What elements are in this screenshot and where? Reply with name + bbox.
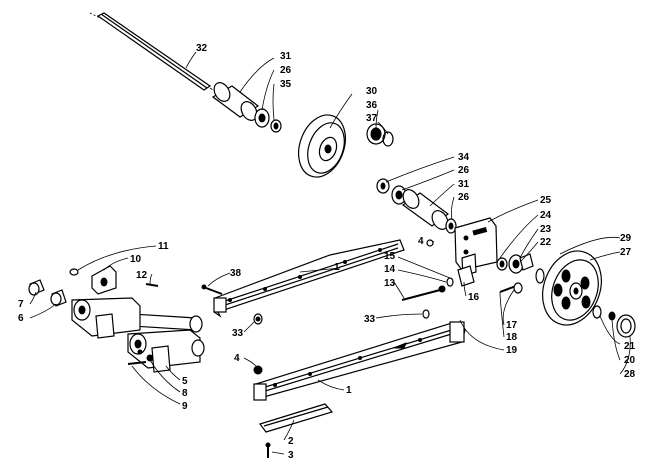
label-23: 23 [540,224,552,235]
label-1-lower: 1 [346,385,352,396]
label-34: 34 [458,152,470,163]
bushing-upper [254,108,282,133]
wheel-cap [592,305,636,338]
label-26-lower: 26 [458,192,470,203]
bushing-middle [376,178,407,205]
label-33-left: 33 [232,328,244,339]
label-28: 28 [624,369,636,380]
spacer-tube-lower [401,189,449,230]
label-9: 9 [182,401,188,412]
label-25: 25 [540,195,552,206]
nut-33-right [422,309,430,319]
bushing-7 [28,279,45,296]
label-29: 29 [620,233,632,244]
label-21: 21 [624,341,636,352]
block-16 [457,265,475,287]
bracket-10 [91,265,117,295]
screw-3 [265,442,271,458]
part-labels: 32 31 26 35 30 36 37 34 26 31 26 25 24 2… [18,43,636,461]
label-4-lower: 4 [234,353,240,364]
label-7: 7 [18,299,24,310]
label-27: 27 [620,247,632,258]
rear-idler-wheel [542,250,602,326]
adjuster-plate [454,217,498,277]
label-15: 15 [384,251,396,262]
bolt-17 [499,285,517,293]
bolt-12 [145,283,159,287]
bolt-38 [201,284,223,295]
bolt-13 [401,285,446,301]
bearing-36 [366,123,394,147]
axle-shaft [89,12,229,101]
label-26-middle: 26 [458,165,470,176]
label-24: 24 [540,210,552,221]
label-30: 30 [366,86,378,97]
label-1-upper: 1 [334,262,340,273]
label-19: 19 [506,345,518,356]
label-6: 6 [18,313,24,324]
label-4-upper: 4 [418,236,424,247]
nut-4-lower [253,365,263,375]
label-32: 32 [196,43,208,54]
label-2: 2 [288,436,294,447]
label-20: 20 [624,355,636,366]
idler-wheel-upper [298,114,346,178]
label-8: 8 [182,388,188,399]
label-18: 18 [506,332,518,343]
label-13: 13 [384,278,396,289]
front-arm-assembly [71,297,205,373]
washer-14 [446,277,454,287]
slide-rail-lower [253,321,466,401]
label-14: 14 [384,264,396,275]
label-10: 10 [130,254,142,265]
label-33-right: 33 [364,314,376,325]
label-35: 35 [280,79,292,90]
leader-lines [29,51,631,455]
nut-33-left [253,313,263,325]
washer-29 [535,268,545,284]
label-26-upper: 26 [280,65,292,76]
wear-strip [259,403,334,433]
spacer-tube-upper [211,82,260,121]
adjuster-hardware [496,253,534,274]
label-3: 3 [288,450,294,461]
label-5: 5 [182,376,188,387]
bushing-6 [50,289,67,307]
nut-18 [513,282,523,294]
bushing-lower-26 [445,218,457,234]
label-31-upper: 31 [280,51,292,62]
label-37: 37 [366,113,378,124]
slide-rail-upper [213,239,405,318]
washer-11 [69,268,79,276]
label-22: 22 [540,237,552,248]
label-11: 11 [158,241,169,252]
label-38: 38 [230,268,242,279]
label-31-lower: 31 [458,179,470,190]
label-17: 17 [506,320,518,331]
label-36: 36 [366,100,378,111]
label-12: 12 [136,270,148,281]
label-16: 16 [468,292,480,303]
